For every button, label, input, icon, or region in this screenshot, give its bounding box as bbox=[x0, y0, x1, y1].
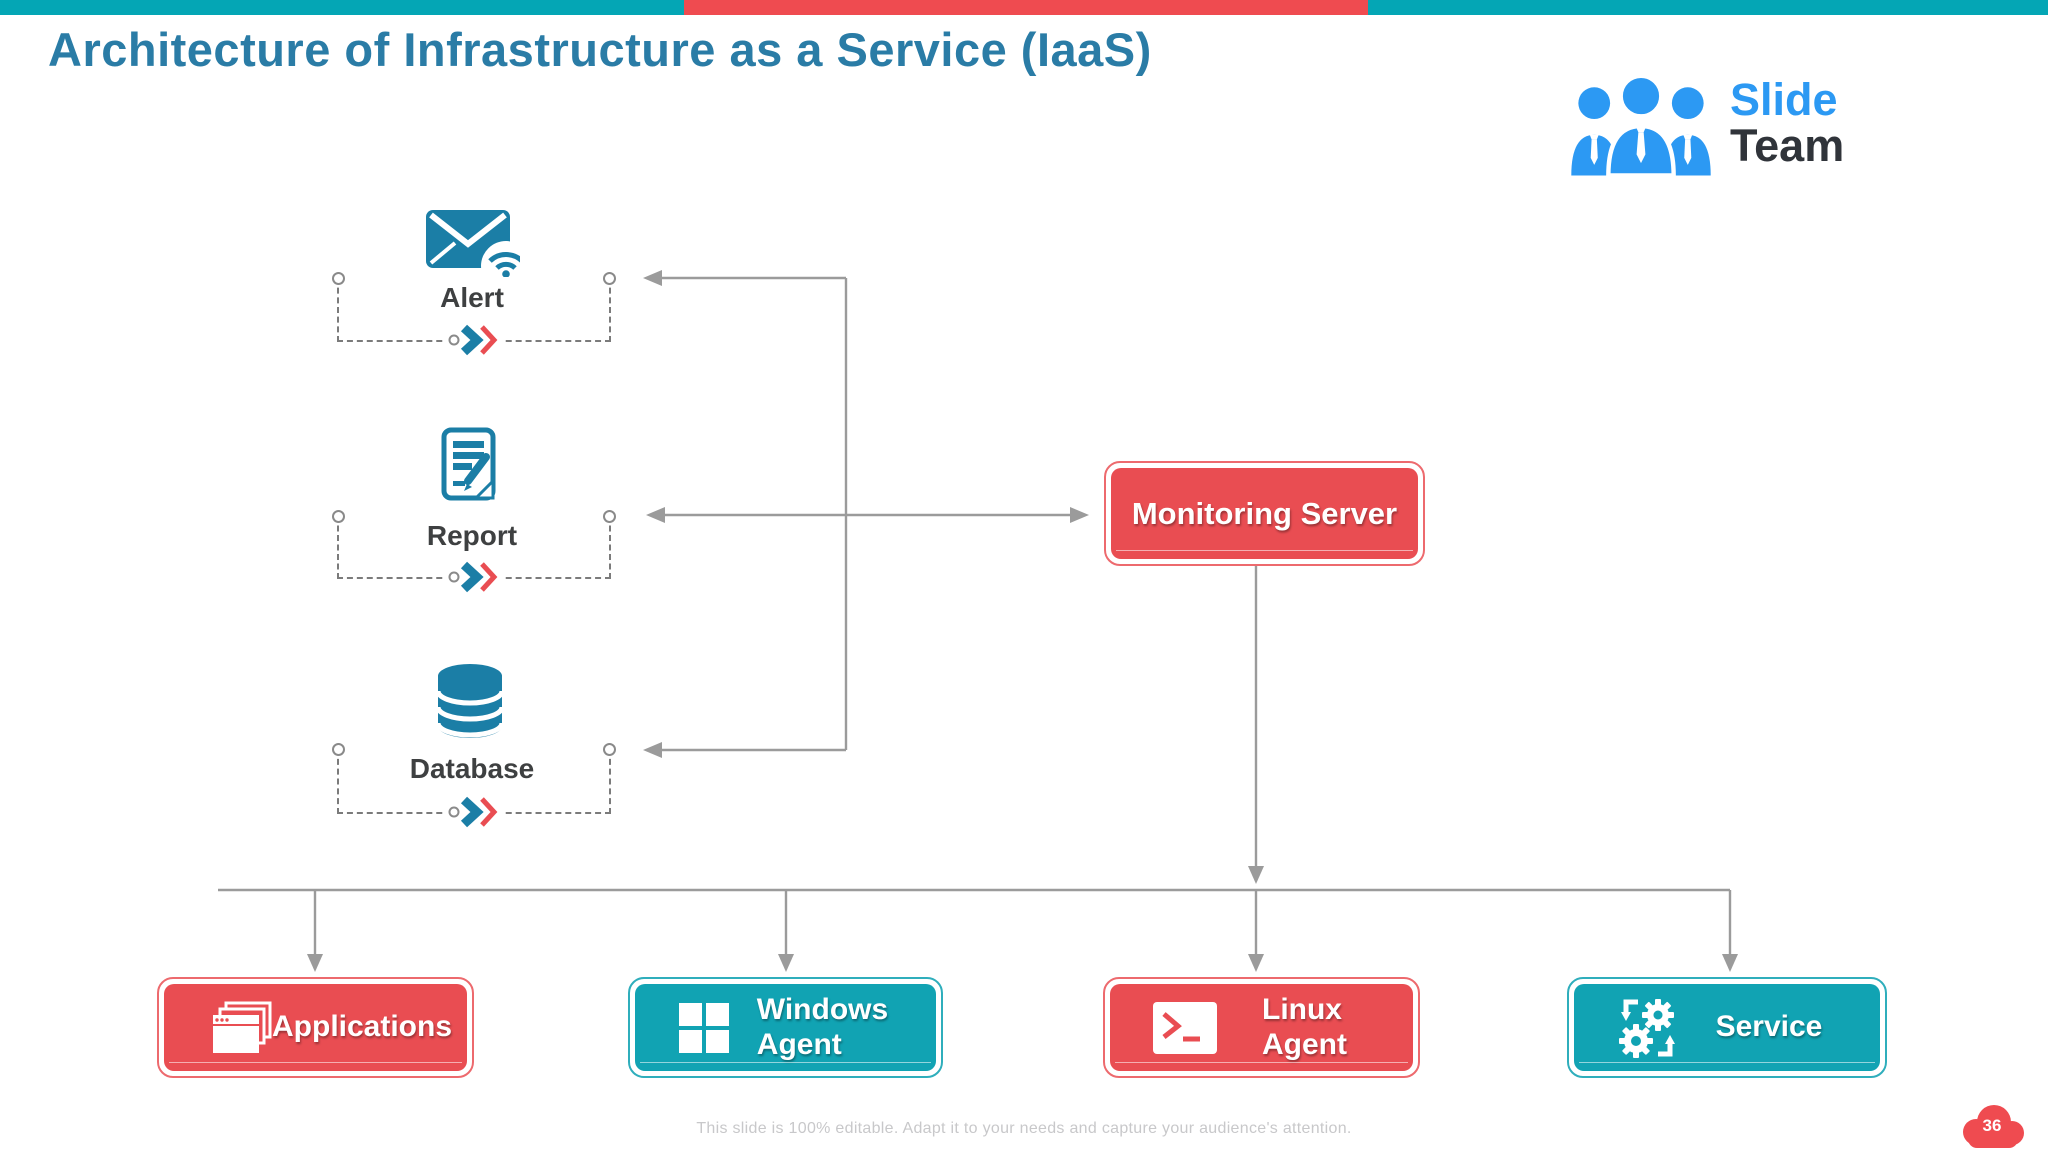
applications-icon bbox=[213, 1001, 272, 1053]
alert-label: Alert bbox=[440, 282, 504, 313]
slideteam-logo: Slide Team bbox=[1566, 58, 1906, 188]
agent-label-windows: Windows Agent bbox=[756, 993, 889, 1061]
logo-slide-text: Slide bbox=[1730, 74, 1838, 126]
alert-bracket bbox=[332, 272, 616, 356]
report-bracket bbox=[332, 510, 616, 593]
database-bracket bbox=[332, 743, 616, 828]
database-icon bbox=[435, 664, 505, 738]
flow-chevron-icon bbox=[446, 561, 502, 593]
agent-label-applications: Applications bbox=[272, 1010, 453, 1044]
flow-chevron-icon bbox=[446, 324, 502, 356]
top-accent-bar bbox=[0, 0, 2048, 15]
flow-chevron-icon bbox=[446, 796, 502, 828]
report-label: Report bbox=[426, 520, 518, 551]
agent-node-windows: Windows Agent bbox=[628, 977, 943, 1078]
monitoring-server-node: Monitoring Server bbox=[1104, 461, 1425, 566]
windows-logo-icon bbox=[679, 1002, 729, 1053]
terminal-icon bbox=[1153, 1001, 1217, 1054]
monitoring-server-label: Monitoring Server bbox=[1131, 495, 1398, 531]
logo-team-text: Team bbox=[1730, 120, 1845, 171]
bracket-handle-dot bbox=[332, 272, 345, 285]
bracket-handle-dot bbox=[603, 272, 616, 285]
page-title: Architecture of Infrastructure as a Serv… bbox=[48, 23, 1152, 76]
logo-people-icon bbox=[1571, 73, 1711, 178]
email-alert-icon bbox=[426, 210, 520, 277]
agent-node-service: Service bbox=[1567, 977, 1887, 1078]
report-icon bbox=[441, 427, 496, 501]
cloud-icon bbox=[1963, 1105, 2024, 1148]
agent-node-applications: Applications bbox=[157, 977, 474, 1078]
agent-label-service: Service bbox=[1715, 1010, 1823, 1044]
agent-node-linux: Linux Agent bbox=[1103, 977, 1420, 1078]
page-number-badge: 36 bbox=[1956, 1102, 2028, 1152]
bracket-handle-dot bbox=[332, 510, 345, 523]
bracket-handle-dot bbox=[332, 743, 345, 756]
database-label: Database bbox=[409, 753, 535, 784]
page-number: 36 bbox=[1982, 1116, 2002, 1135]
gears-icon bbox=[1619, 998, 1675, 1058]
bracket-handle-dot bbox=[603, 510, 616, 523]
bracket-handle-dot bbox=[603, 743, 616, 756]
footer-note: This slide is 100% editable. Adapt it to… bbox=[696, 1120, 1352, 1137]
agent-label-linux: Linux Agent bbox=[1262, 993, 1347, 1061]
